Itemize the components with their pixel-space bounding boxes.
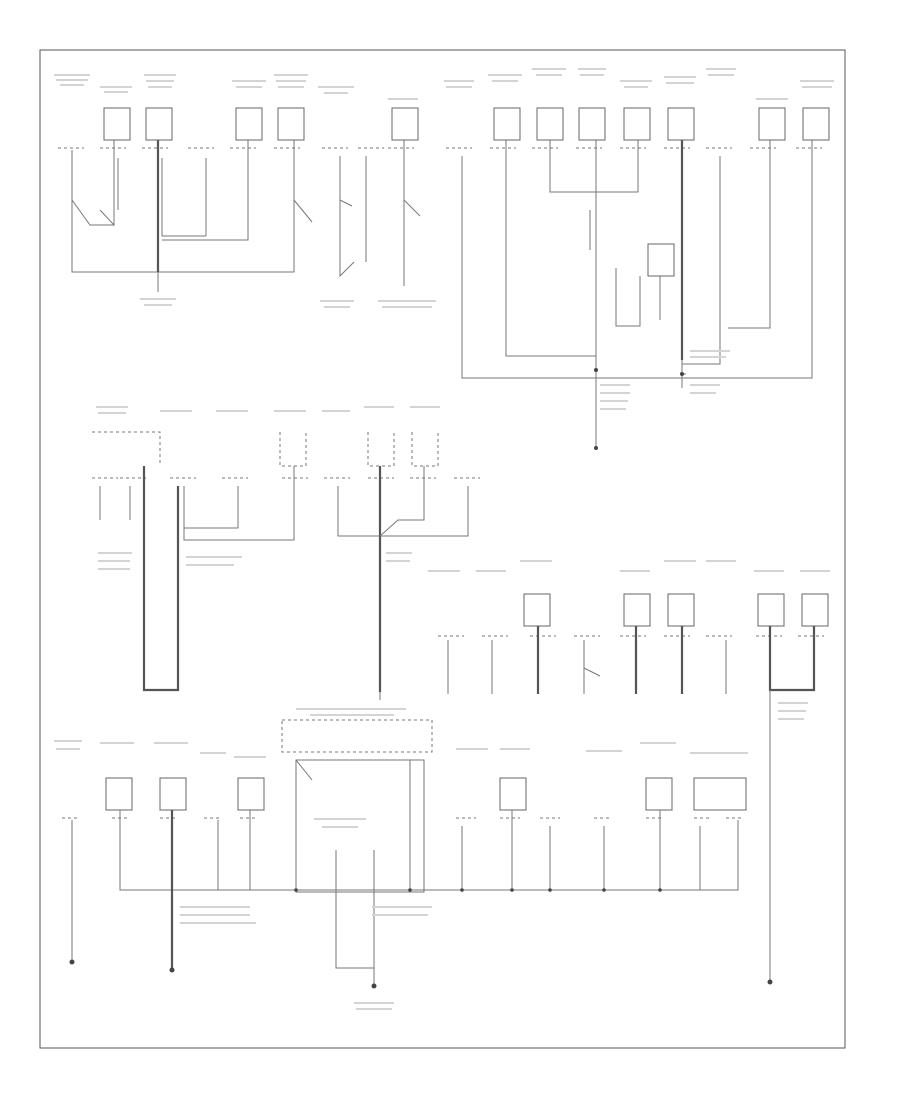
splice-point [602,888,606,892]
ground-point [169,967,175,973]
component-box [578,107,606,141]
splice-point [408,888,412,892]
component-box [801,593,829,627]
component-box [493,107,521,141]
component-box [623,593,651,627]
component-box [159,777,187,811]
section-bottom [62,719,747,989]
splice-point [510,888,514,892]
ground-point [371,983,377,989]
component-box [757,593,785,627]
splice-point [294,888,298,892]
ground-point [594,446,598,450]
splice-point [658,888,662,892]
component-box [758,107,786,141]
component-box [523,593,551,627]
component-box [647,243,675,277]
component-box [103,107,131,141]
component-box [623,107,651,141]
component-box [667,593,695,627]
section-top [58,107,830,450]
splice-point [548,888,552,892]
splice-point [460,888,464,892]
ground-point [69,959,75,965]
ground-point [594,368,598,372]
component-box [499,777,527,811]
component-box [536,107,564,141]
illegible-labels [54,68,834,1010]
section-middle-right [438,593,829,985]
component-box [237,777,265,811]
component-box [277,107,305,141]
diagram-frame [39,49,846,1049]
ground-point [680,372,684,376]
component-box [645,777,673,811]
component-box [145,107,173,141]
component-box [667,107,695,141]
ground-point [767,979,773,985]
component-box [693,777,747,811]
component-box [391,107,419,141]
component-box [105,777,133,811]
component-box [802,107,830,141]
section-middle [92,431,480,700]
component-box [235,107,263,141]
